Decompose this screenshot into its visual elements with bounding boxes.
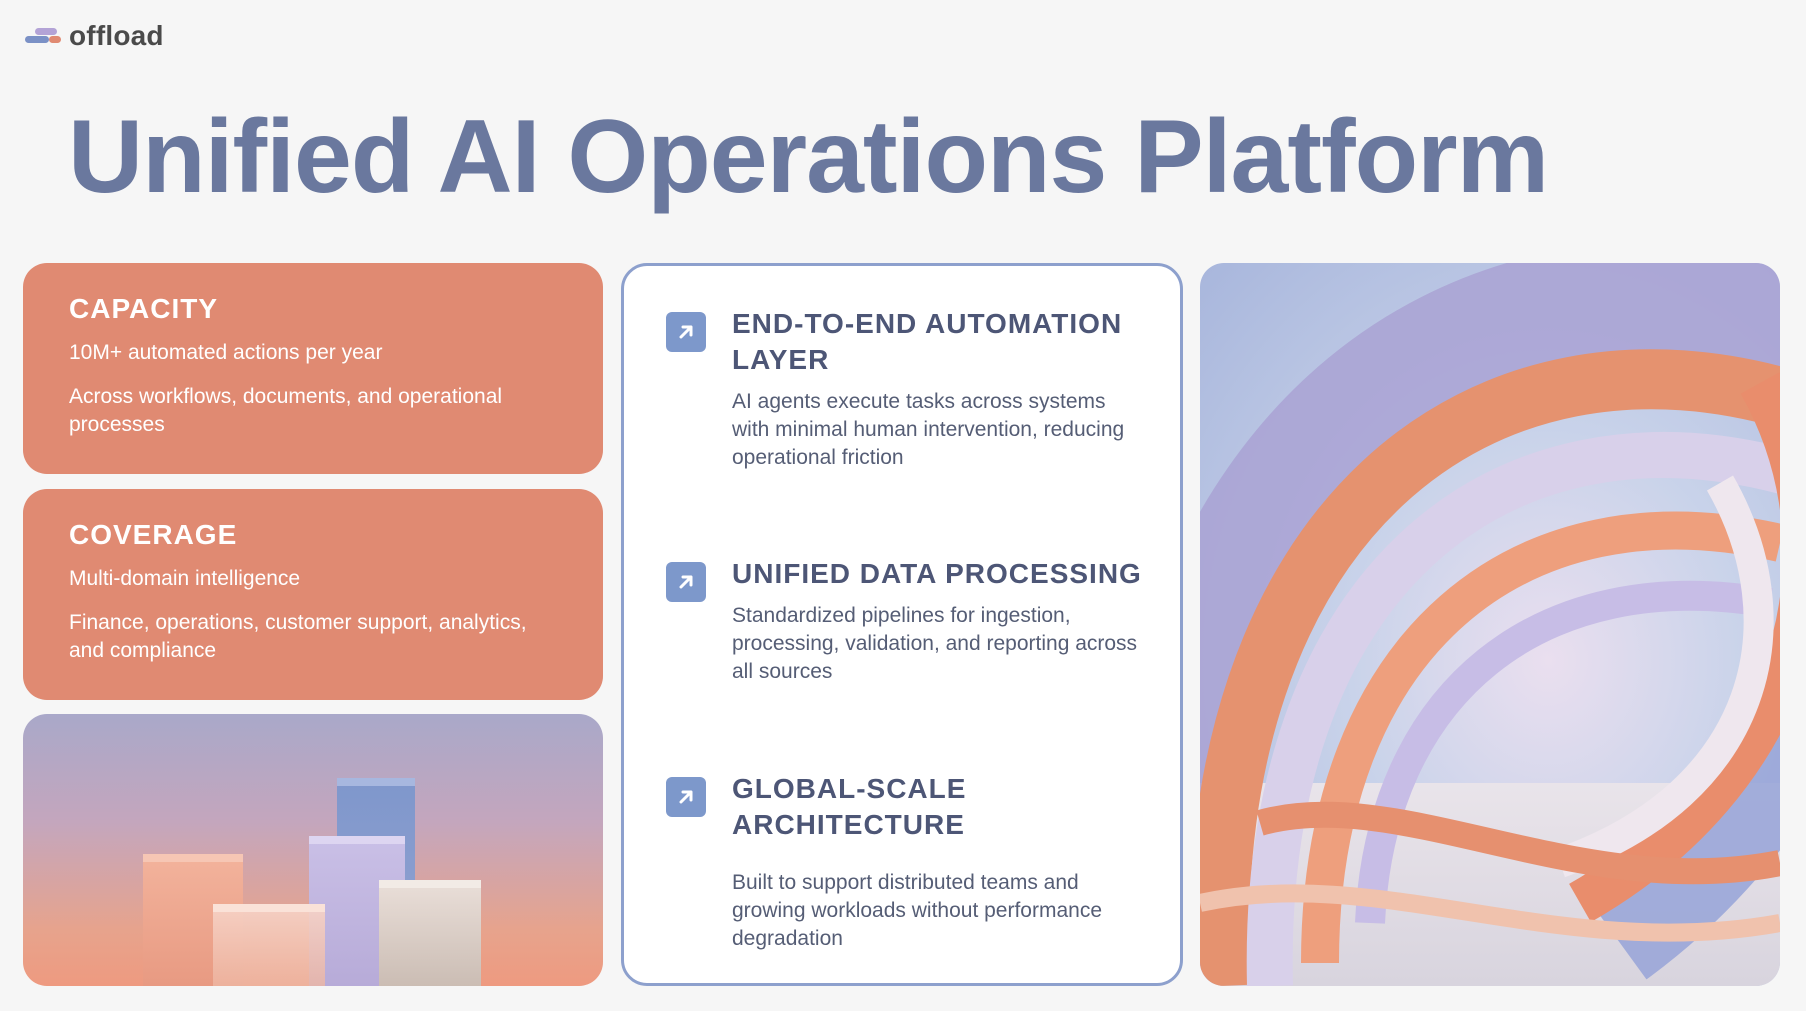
brand-logo[interactable]: offload	[25, 20, 164, 52]
feature-title: END-TO-END AUTOMATION LAYER	[732, 308, 1123, 375]
arches-image	[1200, 263, 1780, 986]
arrow-up-right-icon	[666, 562, 706, 602]
coverage-detail: Finance, operations, customer support, a…	[69, 611, 527, 662]
features-panel: END-TO-END AUTOMATION LAYER AI agents ex…	[621, 263, 1183, 986]
capacity-card: CAPACITY 10M+ automated actions per year…	[23, 263, 603, 474]
capacity-heading: CAPACITY	[69, 293, 219, 324]
blocks-image	[23, 714, 603, 986]
capacity-value: 10M+ automated actions per year	[69, 341, 383, 364]
coverage-card: COVERAGE Multi-domain intelligence Finan…	[23, 489, 603, 700]
coverage-heading: COVERAGE	[69, 519, 238, 550]
brand-name: offload	[69, 20, 164, 51]
feature-data-processing: UNIFIED DATA PROCESSING Standardized pip…	[666, 556, 1146, 686]
feature-description: AI agents execute tasks across systems w…	[732, 390, 1125, 469]
feature-description: Standardized pipelines for ingestion, pr…	[732, 604, 1138, 683]
arrow-up-right-icon	[666, 777, 706, 817]
feature-title: UNIFIED DATA PROCESSING	[732, 558, 1142, 589]
logo-mark-icon	[25, 25, 61, 47]
feature-global-architecture: GLOBAL-SCALE ARCHITECTURE Built to suppo…	[666, 771, 1146, 953]
page-title: Unified AI Operations Platform	[68, 99, 1549, 215]
feature-title: GLOBAL-SCALE ARCHITECTURE	[732, 773, 967, 840]
capacity-detail: Across workflows, documents, and operati…	[69, 385, 503, 436]
blocks-illustration	[143, 778, 481, 986]
coverage-value: Multi-domain intelligence	[69, 567, 301, 590]
feature-automation-layer: END-TO-END AUTOMATION LAYER AI agents ex…	[666, 306, 1146, 472]
arches-illustration	[1200, 263, 1780, 986]
arrow-up-right-icon	[666, 312, 706, 352]
feature-description: Built to support distributed teams and g…	[732, 871, 1103, 950]
